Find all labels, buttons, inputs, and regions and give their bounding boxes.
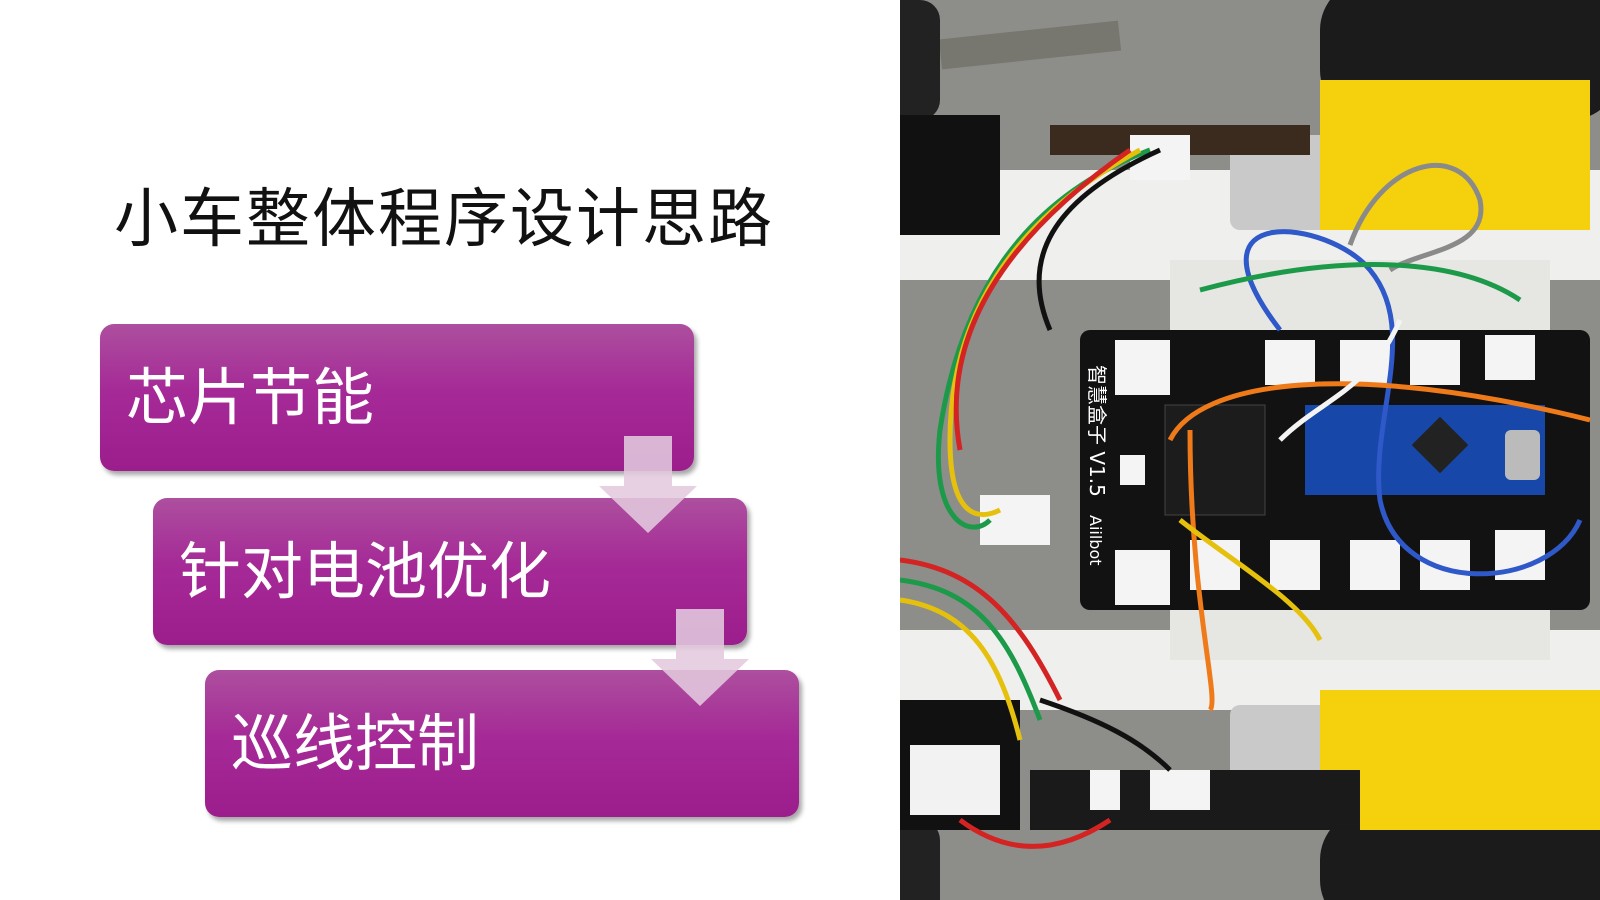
down-arrow-icon (599, 436, 697, 533)
slide-title: 小车整体程序设计思路 (114, 183, 774, 257)
sensor-board (900, 115, 1000, 235)
process-step-chip-power-saving: 芯片节能 (100, 324, 694, 471)
process-step-battery-optimization: 针对电池优化 (153, 498, 747, 645)
motor-gearbox (1320, 80, 1590, 230)
brand-label: Aiilbot (1086, 515, 1105, 566)
robot-car-illustration: 智慧盒子 V1.5 Aiilbot (900, 0, 1600, 900)
wires (900, 147, 1591, 849)
step-label: 巡线控制 (231, 707, 480, 780)
process-step-line-following: 巡线控制 (205, 670, 799, 817)
board-label: 智慧盒子 V1.5 (1085, 365, 1109, 497)
down-arrow-icon (651, 609, 749, 706)
robot-car-photo: 智慧盒子 V1.5 Aiilbot (900, 0, 1600, 900)
step-label: 针对电池优化 (179, 535, 552, 608)
wheel (1320, 810, 1600, 900)
step-label: 芯片节能 (126, 361, 375, 434)
motor-gearbox (1320, 690, 1600, 830)
